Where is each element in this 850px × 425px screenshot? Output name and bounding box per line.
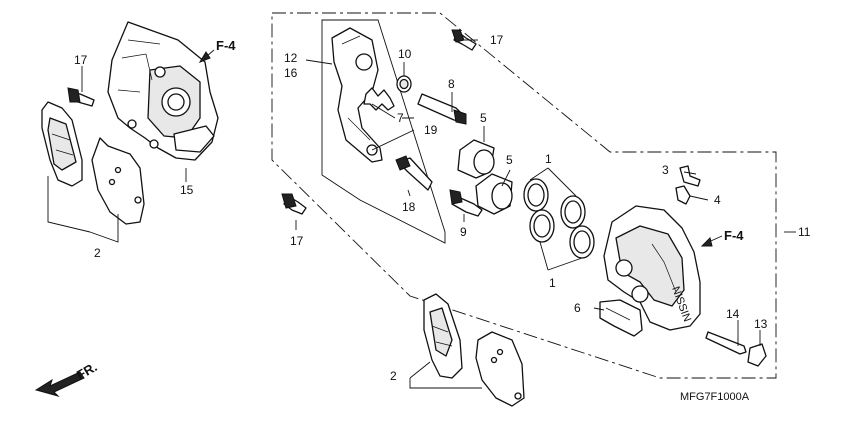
pad-spring-6 xyxy=(599,299,643,337)
pad-pin-14 xyxy=(705,331,747,355)
pad-retainer xyxy=(363,87,395,111)
callout-16: 16 xyxy=(284,66,298,80)
pin-clip-13 xyxy=(747,343,767,367)
bolt-17-top xyxy=(451,29,477,51)
callout-17a: 17 xyxy=(74,53,88,67)
callout-13: 13 xyxy=(754,317,768,331)
callout-3: 3 xyxy=(662,163,669,177)
callout-4: 4 xyxy=(714,193,721,207)
caliper-body-right: NISSIN xyxy=(603,205,701,331)
ref-label-top: F-4 xyxy=(216,38,236,53)
seal-rings xyxy=(523,178,595,259)
piston-5-lower xyxy=(475,173,513,215)
brake-pad-left-1 xyxy=(41,101,83,187)
callout-1a: 1 xyxy=(545,152,552,166)
callout-8: 8 xyxy=(448,77,455,91)
callout-10: 10 xyxy=(398,47,412,61)
leader-lines xyxy=(47,39,796,389)
callout-14: 14 xyxy=(726,307,740,321)
callout-18: 18 xyxy=(402,200,416,214)
brake-pad-bottom-2 xyxy=(475,331,525,407)
brake-pad-bottom-1 xyxy=(423,293,463,379)
ref-label-right: F-4 xyxy=(724,228,744,243)
callout-5a: 5 xyxy=(480,111,487,125)
callout-19: 19 xyxy=(424,123,438,137)
boot-10 xyxy=(396,75,412,93)
brake-pad-left-2 xyxy=(91,137,145,225)
callout-11: 11 xyxy=(798,225,811,239)
callout-15: 15 xyxy=(180,183,194,197)
callout-labels: 17 2 15 12 16 17 10 8 7 19 5 5 1 1 18 9 … xyxy=(74,33,811,383)
caliper-body-left xyxy=(107,21,219,161)
callout-12: 12 xyxy=(284,51,298,65)
bolt-17-left xyxy=(67,87,95,107)
assembly-outline xyxy=(271,12,777,379)
callout-5b: 5 xyxy=(506,153,513,167)
callout-1b: 1 xyxy=(549,276,556,290)
callout-2a: 2 xyxy=(94,246,101,260)
callout-17c: 17 xyxy=(290,234,304,248)
bleeder-cap xyxy=(675,185,691,205)
bolt-9 xyxy=(449,189,483,217)
callout-9: 9 xyxy=(460,225,467,239)
bracket-outline xyxy=(321,19,446,244)
bleeder-screw xyxy=(679,165,701,187)
slide-pin-8 xyxy=(417,93,467,125)
callout-2b: 2 xyxy=(390,369,397,383)
diagram-code: MFG7F1000A xyxy=(680,391,750,403)
piston-5-upper xyxy=(457,139,495,179)
callout-6: 6 xyxy=(574,301,581,315)
front-arrow: FR. xyxy=(34,359,100,397)
bolt-17-lower xyxy=(281,193,307,215)
ref-arrow-top: F-4 xyxy=(198,38,236,64)
callout-17b: 17 xyxy=(490,33,504,47)
ref-arrow-right: F-4 xyxy=(700,228,744,247)
slide-pin-18 xyxy=(395,155,433,191)
callout-7: 7 xyxy=(397,111,404,125)
